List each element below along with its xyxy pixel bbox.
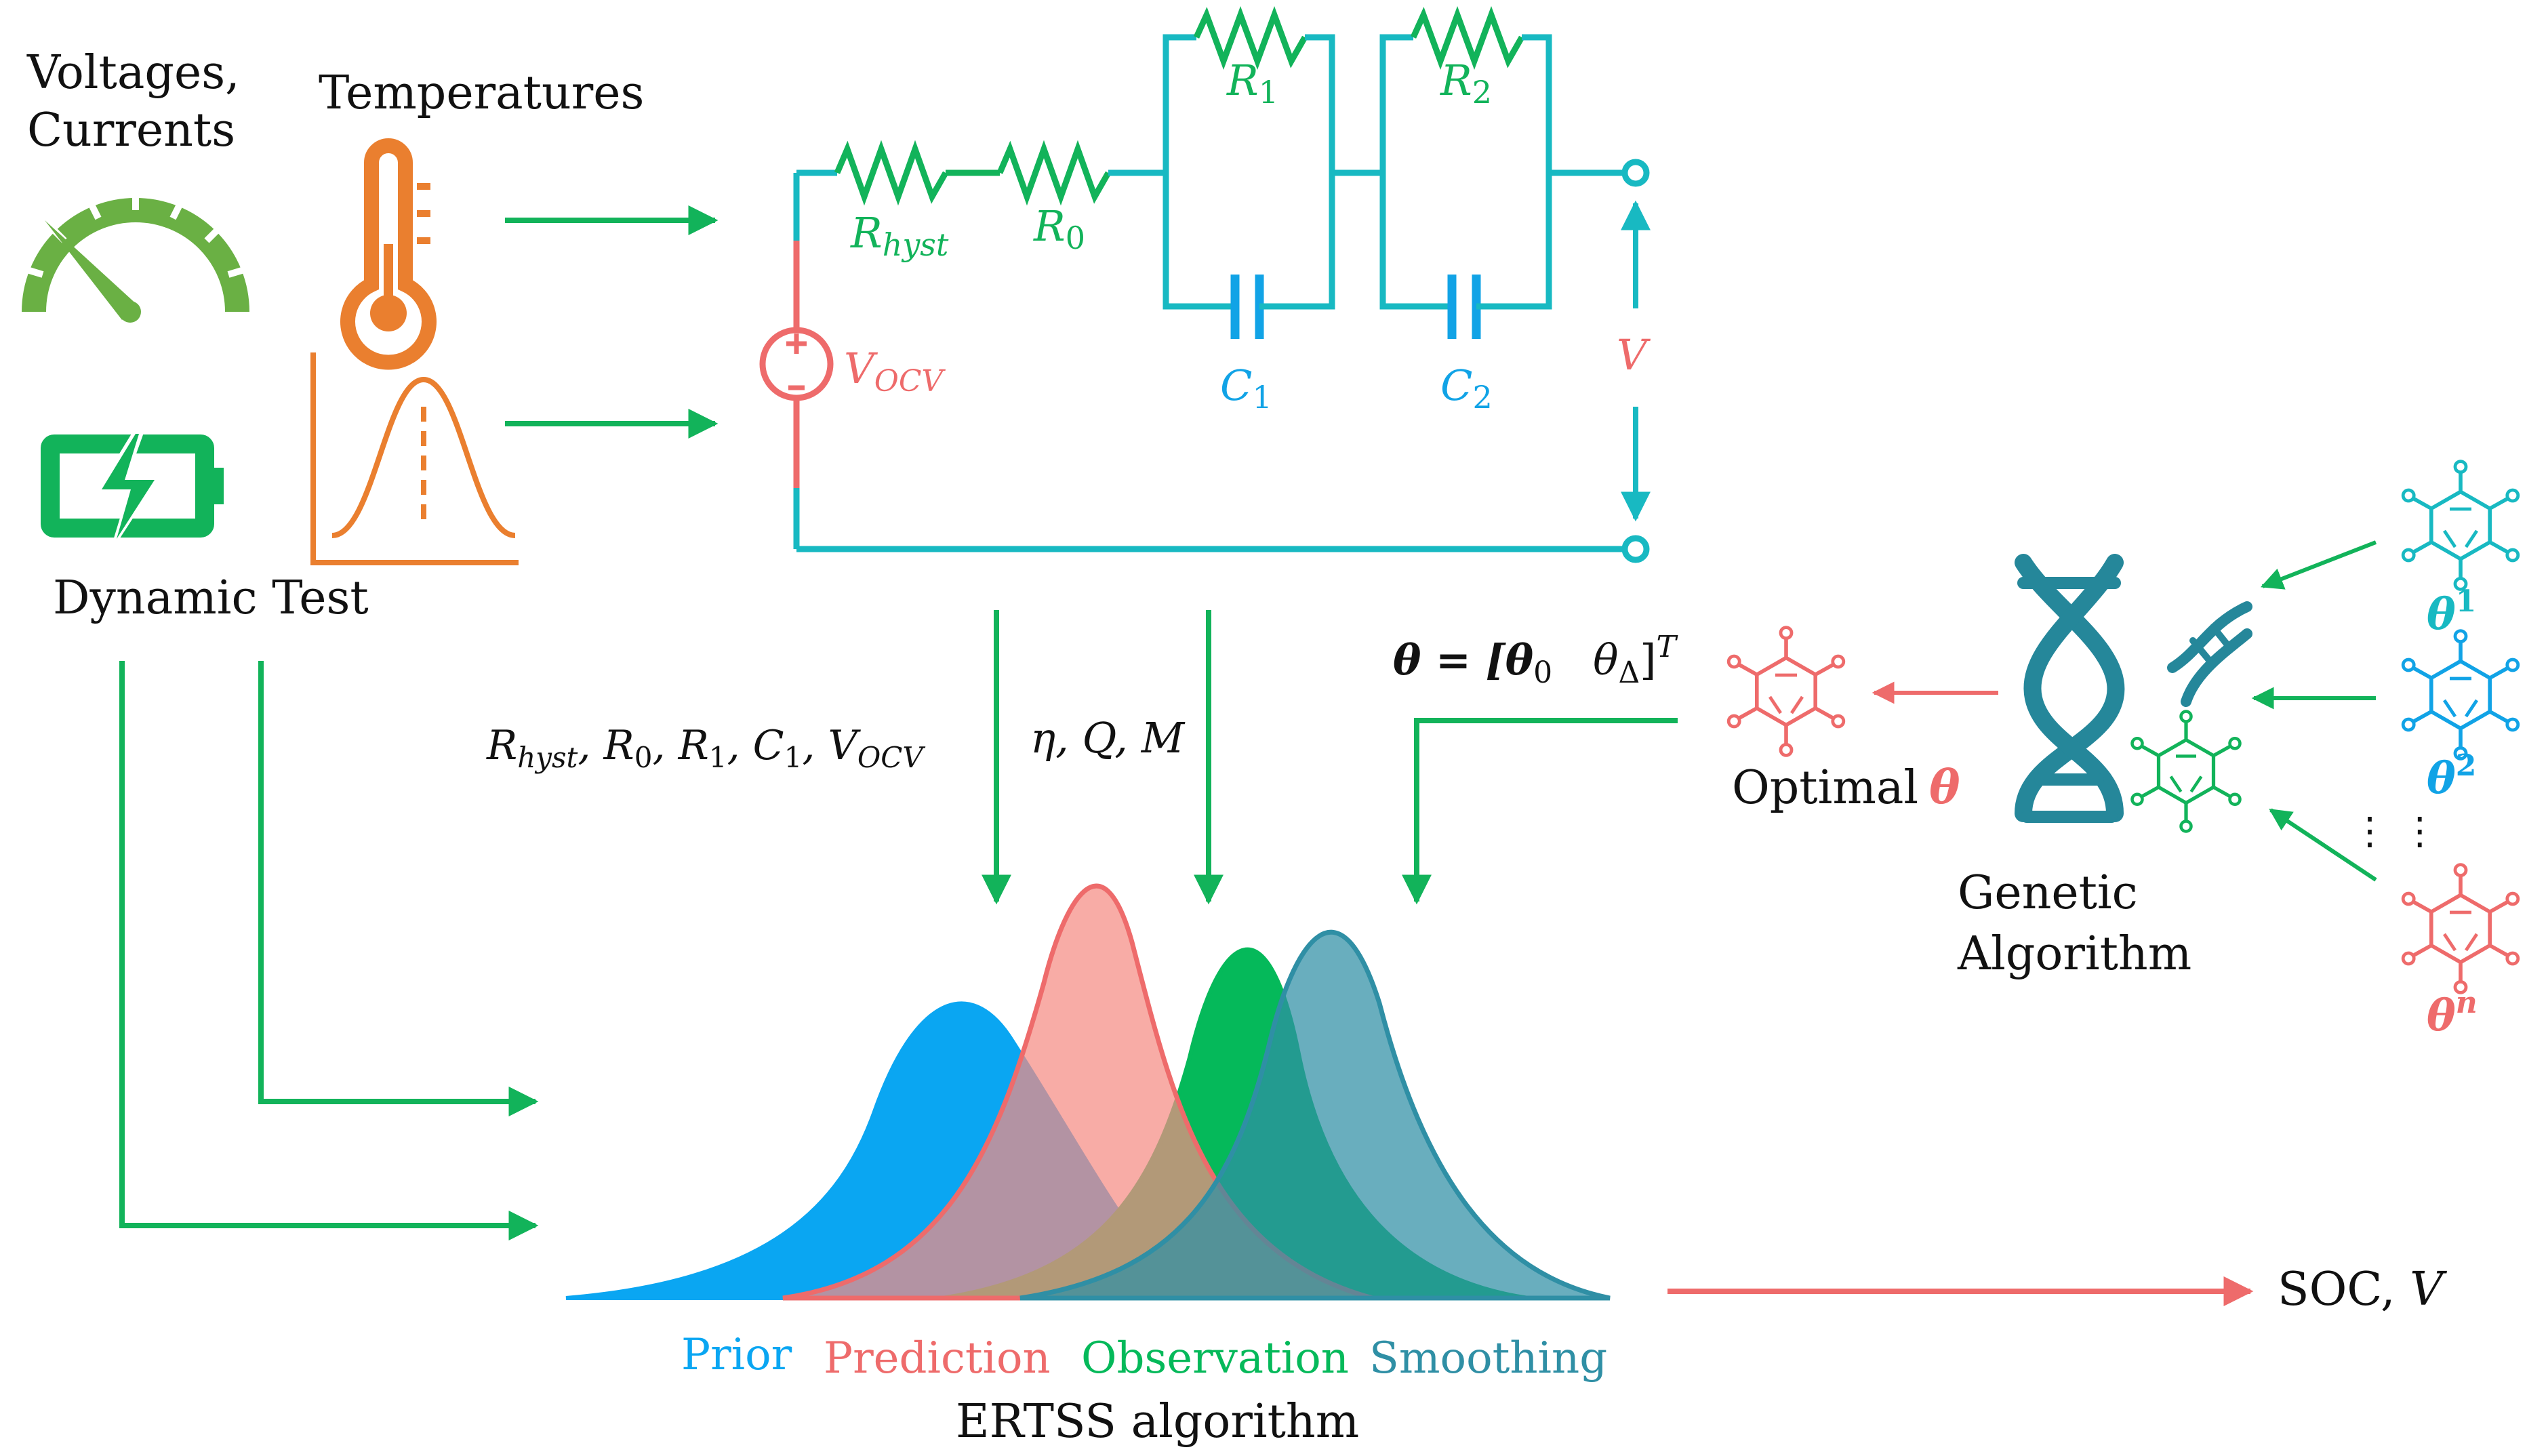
genetic-label: Genetic (1958, 866, 2138, 920)
vocv-label: VOCV (844, 344, 946, 399)
resistor-r-hyst (834, 140, 948, 206)
currents-label: Currents (27, 104, 235, 157)
prior-label: Prior (681, 1330, 792, 1380)
molecule-icon-theta1 (2403, 462, 2518, 590)
molecule-icon-optimal (1729, 628, 1844, 756)
r2-label: R2 (1440, 56, 1492, 110)
equivalent-circuit (759, 5, 1651, 563)
v-label: V (1617, 330, 1651, 380)
voltages-label: Voltages, (26, 46, 240, 100)
dna-icon (2015, 554, 2125, 823)
ertss-caption: ERTSS algorithm (956, 1395, 1359, 1449)
molecule-icon-population (2132, 712, 2240, 832)
theta2-label: θ2 (2427, 748, 2476, 804)
voltage-source (759, 327, 834, 401)
battery-charging-icon (41, 422, 224, 556)
dna-small-icon (2167, 601, 2252, 707)
smoothing-label: Smoothing (1369, 1333, 1607, 1383)
thermometer-icon (340, 138, 437, 370)
output-label: SOC, V (2278, 1263, 2447, 1316)
distribution-curves (565, 883, 1611, 1301)
temperatures-label: Temperatures (319, 66, 644, 120)
observation-label: Observation (1081, 1333, 1349, 1383)
arrow-thetan-to-ga (2269, 808, 2377, 882)
molecule-icon-theta2 (2403, 631, 2518, 759)
arrow-test-to-dist-upper (258, 661, 539, 1116)
prediction-label: Prediction (824, 1333, 1051, 1383)
bell-curve-icon (310, 352, 519, 565)
resistor-r2 (1410, 5, 1524, 70)
r0-label: R0 (1033, 201, 1085, 256)
molecule-icon-thetan (2403, 865, 2518, 993)
theta1-label: θ1 (2427, 584, 2476, 640)
smoothing-curve (1019, 929, 1611, 1301)
c1-label: C1 (1220, 361, 1272, 416)
gauge-icon (19, 187, 252, 323)
thetan-label: θn (2427, 986, 2478, 1041)
dynamic-test-label: Dynamic Test (53, 571, 369, 625)
arrow-theta-to-smoothing (1402, 718, 1678, 905)
c2-label: C2 (1440, 361, 1493, 416)
r-hyst-label: Rhyst (850, 208, 949, 263)
r1-label: R1 (1226, 56, 1278, 110)
params-list-1: Rhyst, R0, R1, C1, VOCV (486, 722, 925, 774)
resistor-r1 (1193, 5, 1308, 70)
arrow-theta1-to-ga (2260, 540, 2377, 590)
resistor-r0 (996, 140, 1111, 206)
arrow-test-to-dist-lower (119, 661, 539, 1240)
ellipsis-dots: ⋮ ⋮ (2351, 809, 2439, 853)
algorithm-label: Algorithm (1957, 927, 2191, 981)
params-list-2: η, Q, M (1030, 713, 1186, 763)
